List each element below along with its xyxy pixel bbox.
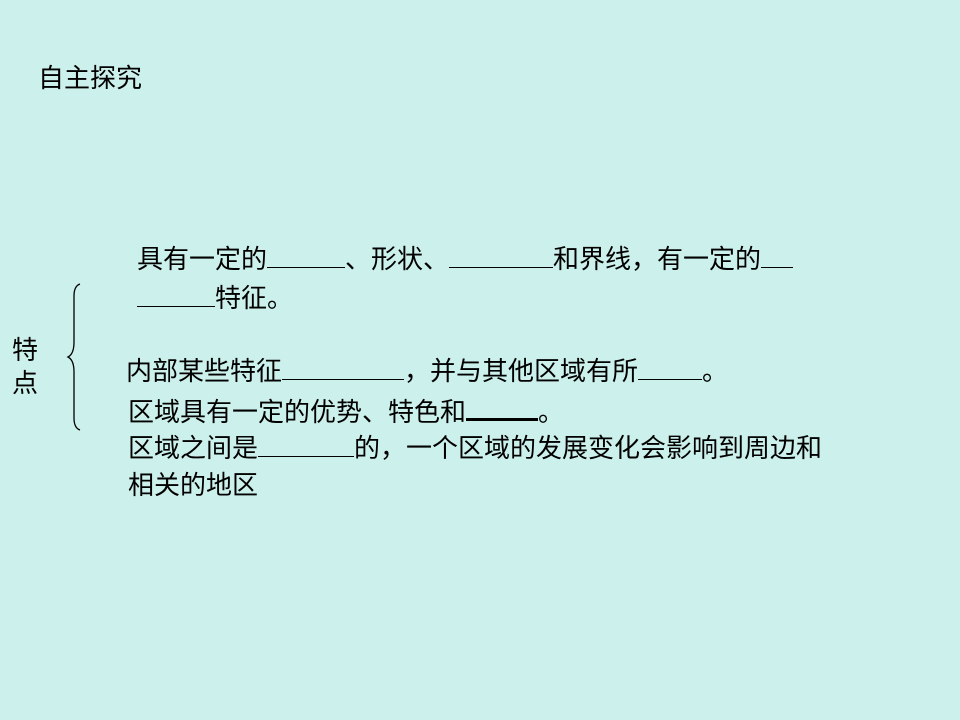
item-4-text-a: 区域之间是 [128, 434, 259, 464]
side-label: 特 点 [12, 335, 42, 401]
curly-brace [66, 283, 81, 431]
item-1-text-c: 和界线，有一定的 [553, 245, 762, 275]
fill-blank[interactable] [466, 392, 539, 421]
fill-blank[interactable] [267, 241, 346, 268]
fill-blank[interactable] [638, 353, 703, 380]
fill-blank[interactable] [761, 241, 794, 268]
item-3-text-b: 。 [538, 398, 565, 428]
item-1-line-1: 具有一定的 、形状、 和界线，有一定的 [137, 241, 794, 278]
item-2-text-b: ，并与其他区域有所 [404, 357, 639, 387]
item-3-text-a: 区域具有一定的优势、特色和 [128, 398, 467, 428]
item-1-line-2: 特征。 [137, 280, 293, 317]
fill-blank[interactable] [282, 353, 405, 380]
item-4-text-b: 的，一个区域的发展变化会影响到周边和 [354, 434, 823, 464]
item-4-text-c: 相关的地区 [128, 471, 259, 501]
slide-title: 自主探究 [38, 64, 143, 94]
fill-blank[interactable] [258, 430, 355, 457]
item-1-text-a: 具有一定的 [137, 245, 268, 275]
item-1-text-b: 、形状、 [345, 245, 450, 275]
item-4-line-1: 区域之间是 的，一个区域的发展变化会影响到周边和 [128, 430, 822, 467]
item-1-text-d: 特征。 [215, 284, 294, 314]
item-3: 区域具有一定的优势、特色和 。 [128, 392, 564, 431]
fill-blank[interactable] [449, 241, 554, 268]
side-label-char-1: 特 [12, 336, 39, 366]
fill-blank[interactable] [137, 280, 215, 307]
item-2: 内部某些特征 ，并与其他区域有所 。 [126, 353, 728, 390]
item-2-text-a: 内部某些特征 [126, 357, 283, 387]
item-4-line-2: 相关的地区 [128, 468, 258, 504]
item-2-text-c: 。 [702, 357, 729, 387]
side-label-char-2: 点 [12, 369, 39, 399]
